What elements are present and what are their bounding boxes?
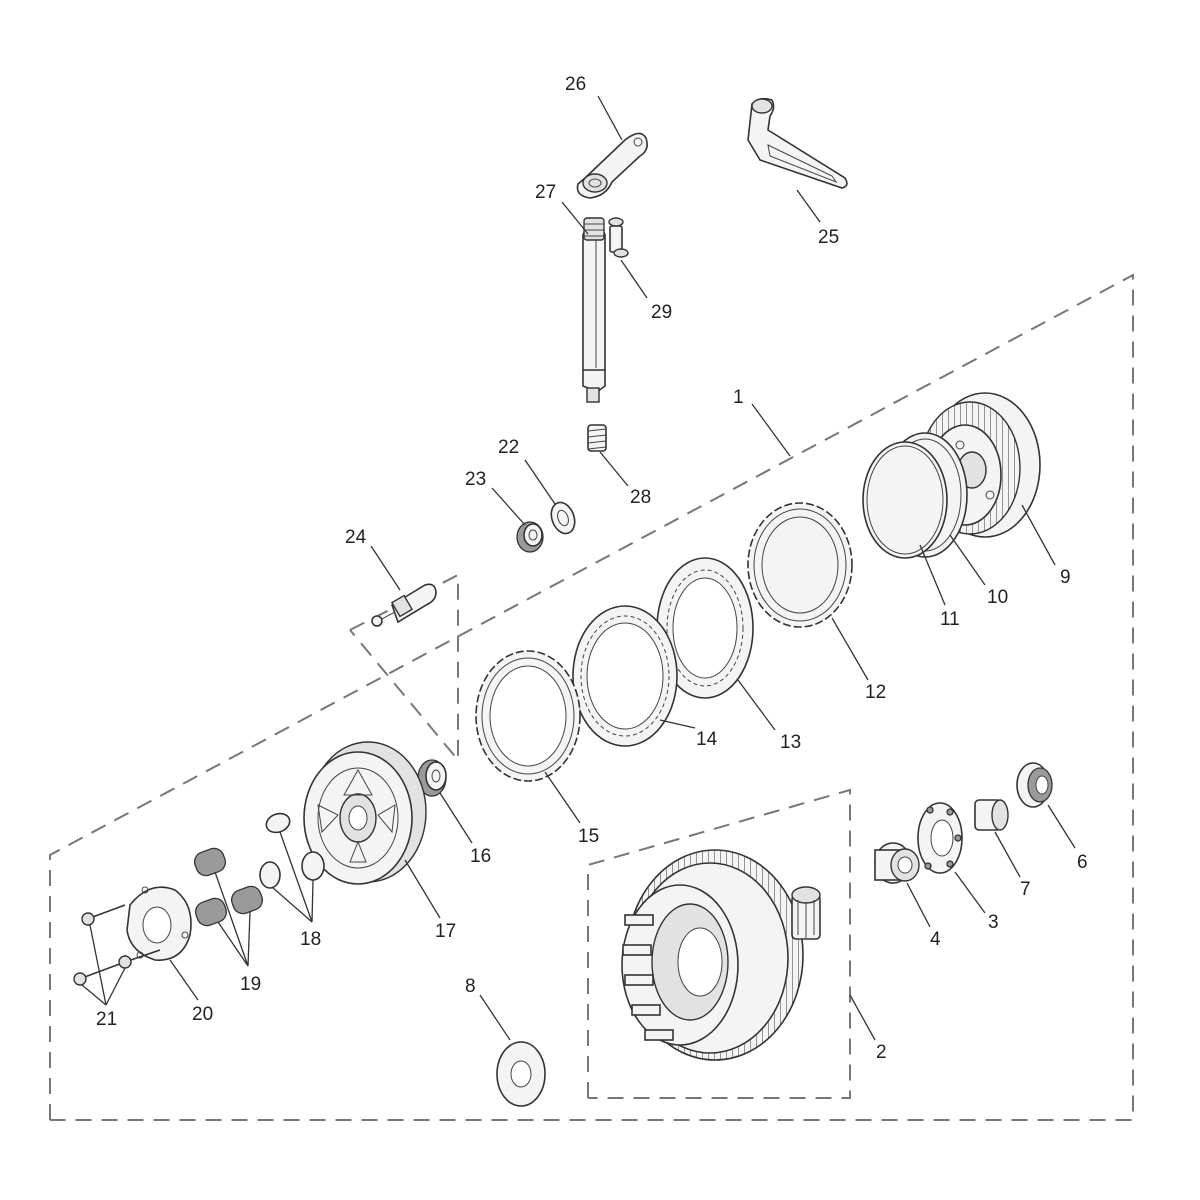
callout-28: 28 xyxy=(630,487,651,508)
part-11-ring xyxy=(862,441,948,559)
part-8-washer xyxy=(496,1041,546,1107)
callout-23: 23 xyxy=(465,469,486,490)
callout-1: 1 xyxy=(733,387,744,408)
part-6-seal xyxy=(1016,762,1053,808)
callout-labels: 26 27 25 29 1 22 23 28 24 9 10 11 12 13 … xyxy=(96,74,1088,1063)
callout-8: 8 xyxy=(465,976,476,997)
callout-9: 9 xyxy=(1060,567,1071,588)
callout-10: 10 xyxy=(987,587,1008,608)
part-20-retaining-plate xyxy=(126,886,192,961)
part-2-clutch-drum xyxy=(621,849,804,1061)
callout-11: 11 xyxy=(940,609,960,630)
callout-20: 20 xyxy=(192,1004,213,1025)
callout-16: 16 xyxy=(470,846,491,867)
part-24-adjuster xyxy=(371,583,437,627)
callout-24: 24 xyxy=(345,527,367,548)
callout-22: 22 xyxy=(498,437,519,458)
callout-21: 21 xyxy=(96,1009,117,1030)
part-7-bushing xyxy=(974,799,1009,831)
part-15-friction-plate xyxy=(475,650,581,782)
callout-25: 25 xyxy=(818,227,839,248)
callout-7: 7 xyxy=(1020,879,1031,900)
callout-19: 19 xyxy=(240,974,261,995)
part-26-clutch-lever xyxy=(576,132,648,199)
callout-27: 27 xyxy=(535,182,556,203)
callout-6: 6 xyxy=(1077,852,1088,873)
callout-14: 14 xyxy=(696,729,718,750)
part-13-steel-plate xyxy=(656,557,754,699)
part-18-o-rings xyxy=(259,812,325,889)
callout-15: 15 xyxy=(578,826,599,847)
part-25-bracket xyxy=(747,97,848,189)
callout-18: 18 xyxy=(300,929,321,950)
part-23-nut xyxy=(516,521,544,553)
part-4-sleeve xyxy=(874,842,920,884)
part-22-washer xyxy=(550,501,576,535)
callout-29: 29 xyxy=(651,302,672,323)
part-29-screw xyxy=(608,217,629,258)
callout-17: 17 xyxy=(435,921,456,942)
part-21-bolts xyxy=(73,904,161,986)
callout-3: 3 xyxy=(988,912,999,933)
callout-12: 12 xyxy=(865,682,886,703)
leader-lines xyxy=(81,95,1076,1041)
part-16-bearing xyxy=(417,759,447,797)
callout-13: 13 xyxy=(780,732,801,753)
part-5-needle-bearing xyxy=(791,886,821,940)
callout-26: 26 xyxy=(565,74,586,95)
part-3-flange xyxy=(917,802,963,874)
part-14-steel-plate xyxy=(572,605,678,747)
part-17-pressure-plate xyxy=(303,741,427,885)
part-28-spring xyxy=(587,424,607,452)
part-19-dampers xyxy=(193,847,264,927)
part-27-clutch-shaft xyxy=(582,217,606,403)
callout-2: 2 xyxy=(876,1042,887,1063)
part-12-friction-plate xyxy=(747,502,853,628)
callout-4: 4 xyxy=(930,929,941,950)
